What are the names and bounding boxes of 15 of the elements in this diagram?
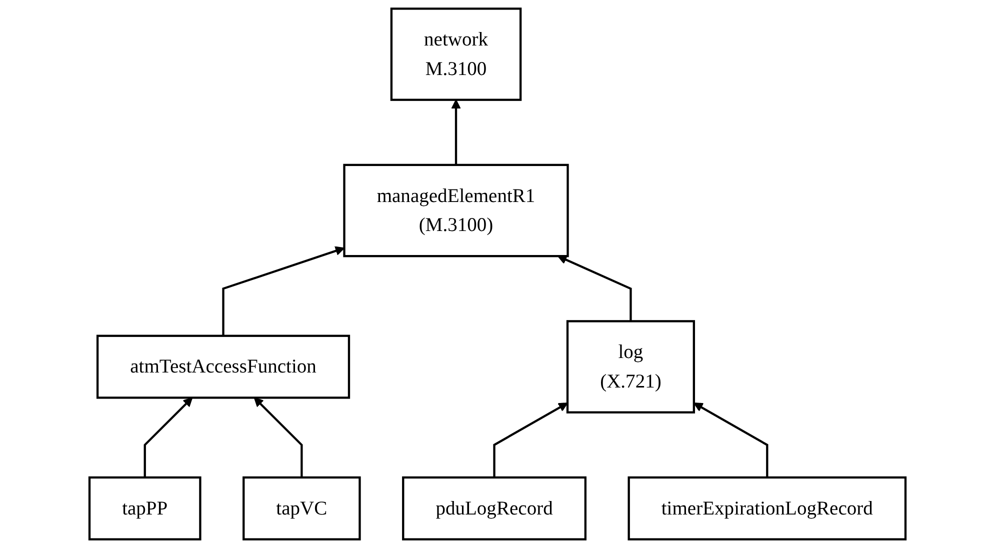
node-box: tapVC [242, 476, 361, 540]
node-box: network M.3100 [390, 8, 522, 101]
arrow [558, 255, 632, 322]
arrow [222, 246, 345, 336]
node-box: pduLogRecord [402, 476, 586, 540]
arrow [144, 397, 193, 478]
arrow [493, 402, 568, 478]
node-box: managedElementR1 (M.3100) [343, 164, 569, 258]
node-box: timerExpirationLogRecord [628, 476, 907, 540]
arrow [694, 402, 768, 478]
node-box: atmTestAccessFunction [96, 334, 350, 399]
arrow [254, 397, 303, 478]
arrow [451, 99, 461, 165]
node-box: tapPP [88, 476, 202, 540]
node-box: log (X.721) [566, 320, 696, 414]
